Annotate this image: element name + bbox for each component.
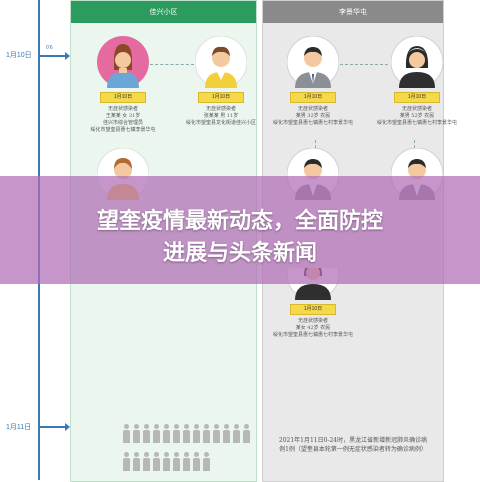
- avatar-man-suit-icon: [286, 35, 340, 89]
- person-icon: [122, 452, 131, 472]
- person-icon: [232, 424, 241, 444]
- connector-line: [150, 64, 194, 65]
- people-icon-grid: [122, 424, 252, 480]
- person-icon: [192, 424, 201, 444]
- person-icon: [122, 424, 131, 444]
- avatar-woman-headscarf-icon: [390, 35, 444, 89]
- person-info: 某男 32岁 农民: [295, 113, 331, 119]
- person-address: 绥化市望奎县惠七镇惠七村李景华屯: [376, 120, 457, 126]
- headline-banner: [0, 176, 480, 284]
- person-address: 绥化市望奎县龙化街道佳兴小区: [185, 120, 256, 126]
- person-status: 无症状感染者: [401, 106, 432, 112]
- person-card: 1月10日 无症状感染者 张某某 男 11岁 绥化市望奎县龙化街道佳兴小区: [176, 35, 266, 127]
- person-address: 绥化市望奎县惠七镇惠七村李景华屯: [272, 120, 353, 126]
- person-icon: [162, 452, 171, 472]
- headline-line-1: 望奎疫情最新动态，全面防控: [96, 209, 383, 234]
- person-icon: [142, 452, 151, 472]
- person-icon: [132, 452, 141, 472]
- person-icon: [222, 424, 231, 444]
- person-icon: [152, 424, 161, 444]
- person-card: 1月10日 无症状感染者 某男 52岁 农民 绥化市望奎县惠七镇惠七村李景华屯: [372, 35, 462, 127]
- person-address: 绥化市望奎县惠七镇李景华屯: [90, 127, 156, 133]
- person-icon: [202, 424, 211, 444]
- person-info: 某男 52岁 农民: [399, 113, 435, 119]
- person-icon: [132, 424, 141, 444]
- person-info: 王某某 女 31岁: [105, 113, 141, 119]
- avatar-woman-icon: [97, 36, 149, 88]
- person-job: 佳兴市综合管理员: [102, 120, 143, 126]
- timeline-tick-label: 0’6: [46, 45, 53, 51]
- person-icon: [182, 452, 191, 472]
- timeline-date-1: 1月10日: [6, 52, 32, 59]
- person-icon: [242, 424, 251, 444]
- case-note: 2021年1月11日0-24时，黑龙江省新增新冠肺炎确诊病例1例（望奎县本轮第一…: [278, 437, 428, 453]
- date-badge: 1月10日: [198, 92, 244, 103]
- person-status: 无症状感染者: [107, 106, 138, 112]
- person-info: 某女 42岁 农民: [295, 325, 331, 331]
- person-icon: [142, 424, 151, 444]
- person-card: 1月10日 无症状感染者 王某某 女 31岁 佳兴市综合管理员 绥化市望奎县惠七…: [78, 36, 168, 134]
- timeline-arrow-1: [40, 52, 70, 60]
- person-icon: [162, 424, 171, 444]
- date-badge: 1月10日: [100, 92, 146, 103]
- panel-title: 李景华屯: [263, 1, 443, 23]
- panel-title: 佳兴小区: [71, 1, 256, 23]
- date-badge: 1月10日: [290, 92, 336, 103]
- person-icon: [152, 452, 161, 472]
- person-icon: [172, 452, 181, 472]
- timeline-arrow-2: [40, 423, 70, 431]
- date-badge: 1月10日: [394, 92, 440, 103]
- person-address: 绥化市望奎县惠七镇惠七村李景华屯: [272, 332, 353, 338]
- headline-line-2: 进展与头条新闻: [162, 241, 317, 266]
- person-status: 无症状感染者: [205, 106, 236, 112]
- person-info: 张某某 男 11岁: [203, 113, 239, 119]
- avatar-man-icon: [194, 35, 248, 89]
- date-badge: 1月10日: [290, 304, 336, 315]
- person-icon: [182, 424, 191, 444]
- person-icon: [202, 452, 211, 472]
- person-icon: [212, 424, 221, 444]
- headline-text: 望奎疫情最新动态，全面防控 进展与头条新闻: [0, 206, 480, 270]
- connector-line: [340, 64, 388, 65]
- timeline-date-2: 1月11日: [6, 424, 32, 431]
- person-icon: [192, 452, 201, 472]
- person-card: 1月10日 无症状感染者 某男 32岁 农民 绥化市望奎县惠七镇惠七村李景华屯: [268, 35, 358, 127]
- person-status: 无症状感染者: [297, 106, 328, 112]
- person-status: 无症状感染者: [297, 318, 328, 324]
- person-icon: [172, 424, 181, 444]
